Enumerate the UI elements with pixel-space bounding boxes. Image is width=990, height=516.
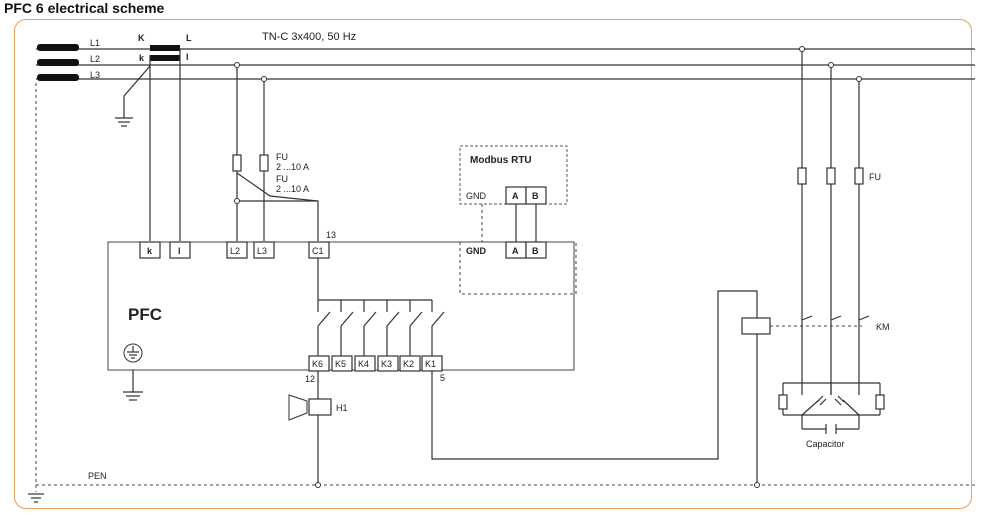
fuse-label-2: FU <box>276 174 288 184</box>
supply-label: TN-C 3x400, 50 Hz <box>262 31 356 43</box>
relay-k2: K2 <box>403 359 414 369</box>
voltage-fuse-branch <box>232 62 319 241</box>
relay-contacts <box>317 300 445 356</box>
relay-k5: K5 <box>335 359 346 369</box>
contactor-label: KM <box>876 322 890 332</box>
relay-k4: K4 <box>358 359 369 369</box>
fuse-range-2: 2 ...10 A <box>276 184 309 194</box>
pfc-controller <box>107 241 577 372</box>
pfc-gnd: GND <box>466 246 487 256</box>
pfc-terminal-l2: L2 <box>230 246 240 256</box>
transformer-symbol <box>35 44 79 492</box>
modbus-gnd: GND <box>466 191 487 201</box>
pfc-name: PFC <box>128 305 162 324</box>
relay-k3: K3 <box>381 359 392 369</box>
modbus-rtu-box <box>459 145 568 242</box>
ct-label-K: K <box>138 33 145 43</box>
capacitor-stage <box>741 46 885 485</box>
modbus-a: A <box>512 191 519 201</box>
pfc-b: B <box>532 246 539 256</box>
current-transformer <box>115 45 181 241</box>
terminal-number-5: 5 <box>440 373 445 383</box>
pen-label: PEN <box>88 471 107 481</box>
terminal-number-13: 13 <box>326 230 336 240</box>
relay-k6: K6 <box>312 359 323 369</box>
modbus-title: Modbus RTU <box>470 155 532 166</box>
phase-lines <box>36 48 975 80</box>
pfc-a: A <box>512 246 519 256</box>
ct-label-k: k <box>139 53 145 63</box>
line-label-l3: L3 <box>90 70 100 80</box>
modbus-b: B <box>532 191 539 201</box>
terminal-number-12: 12 <box>305 374 315 384</box>
pfc-terminal-l: l <box>178 246 181 256</box>
fuse-label-1: FU <box>276 152 288 162</box>
pfc-terminal-c1: C1 <box>312 246 324 256</box>
line-label-l2: L2 <box>90 54 100 64</box>
diagram-frame <box>14 19 972 509</box>
horn-h1 <box>288 371 332 485</box>
fuse-range-1: 2 ...10 A <box>276 162 309 172</box>
capacitor-label: Capacitor <box>806 439 845 449</box>
line-label-l1: L1 <box>90 38 100 48</box>
ct-label-L: L <box>186 33 192 43</box>
relay-k1: K1 <box>425 359 436 369</box>
pfc-terminal-l3: L3 <box>257 246 267 256</box>
diagram-title: PFC 6 electrical scheme <box>4 0 165 16</box>
fuse-label-right: FU <box>869 172 881 182</box>
pfc-terminal-k: k <box>147 246 153 256</box>
pen-line <box>28 482 975 503</box>
horn-label: H1 <box>336 403 348 413</box>
pfc-ground <box>123 370 143 401</box>
ct-label-l: l <box>186 52 189 62</box>
